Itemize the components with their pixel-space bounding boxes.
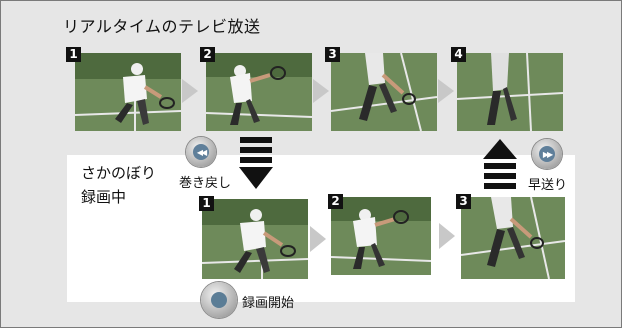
tennis-frame-bottom-2 [331,197,431,275]
tennis-player-image [331,197,431,275]
rewind-button[interactable]: ◀◀ [186,137,216,167]
tennis-player-image [461,197,565,279]
arrow-down-icon [239,137,273,189]
diagram-heading: リアルタイムのテレビ放送 [63,17,261,36]
tennis-frame-top-2 [206,53,312,131]
arrow-right-icon [310,226,326,252]
arrow-right-icon [438,79,454,103]
arrow-right-icon [439,223,455,249]
arrow-right-icon [313,79,329,103]
tennis-frame-top-3 [331,53,437,131]
section-title-line1: さかのぼり [81,164,157,182]
tennis-player-image [457,53,563,131]
tennis-frame-top-4 [457,53,563,131]
tennis-frame-bottom-3 [461,197,565,279]
record-icon [211,292,227,308]
tennis-player-image [206,53,312,131]
rewind-label: 巻き戻し [179,176,232,191]
frame-number-badge: 1 [66,47,81,62]
frame-number-badge: 2 [200,47,215,62]
fast-forward-icon: ▶▶ [539,146,555,162]
frame-number-badge: 3 [325,47,340,62]
frame-number-badge: 3 [456,194,471,209]
tennis-player-image [331,53,437,131]
tennis-frame-bottom-1 [202,199,308,279]
frame-number-badge: 1 [199,196,214,211]
fast-forward-label: 早送り [528,178,568,193]
tennis-player-image [75,53,181,131]
rewind-icon: ◀◀ [193,144,209,160]
arrow-up-icon [483,139,517,189]
frame-number-badge: 4 [451,47,466,62]
frame-number-badge: 2 [328,194,343,209]
tennis-frame-top-1 [75,53,181,131]
fast-forward-button[interactable]: ▶▶ [532,139,562,169]
record-start-button[interactable] [201,282,237,318]
section-title-line2: 録画中 [81,188,127,206]
arrow-right-icon [182,79,198,103]
tennis-player-image [202,199,308,279]
record-start-label: 録画開始 [242,296,295,311]
